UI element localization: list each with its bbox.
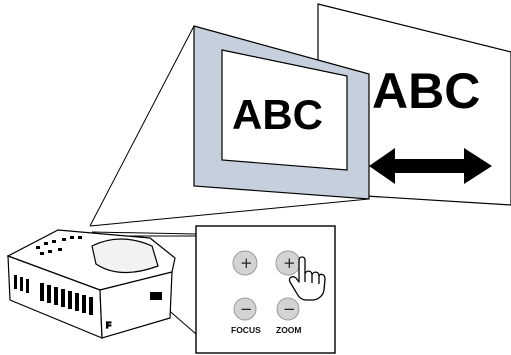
hand-pointer-icon bbox=[288, 256, 326, 301]
zoom-minus-icon: − bbox=[283, 300, 296, 318]
focus-minus-icon: − bbox=[240, 300, 253, 318]
projector-illustration: F bbox=[6, 229, 176, 339]
near-screen: ABC bbox=[193, 25, 370, 200]
focus-minus-button[interactable]: − bbox=[233, 297, 257, 321]
zoom-minus-button[interactable]: − bbox=[276, 297, 300, 321]
near-screen-text: ABC bbox=[232, 91, 323, 138]
focus-plus-button[interactable]: + bbox=[232, 250, 258, 276]
far-screen-text: ABC bbox=[372, 63, 480, 119]
projector-mark: F bbox=[106, 320, 111, 330]
zoom-plus-icon: + bbox=[283, 254, 296, 272]
zoom-plus-button[interactable]: + bbox=[275, 250, 301, 276]
focus-plus-icon: + bbox=[240, 254, 253, 272]
double-arrow-icon bbox=[369, 148, 492, 184]
control-panel: + + − − FOCUS ZOOM bbox=[195, 225, 336, 354]
focus-label: FOCUS bbox=[231, 325, 261, 335]
zoom-label: ZOOM bbox=[276, 325, 302, 335]
projection-beam bbox=[89, 25, 370, 235]
